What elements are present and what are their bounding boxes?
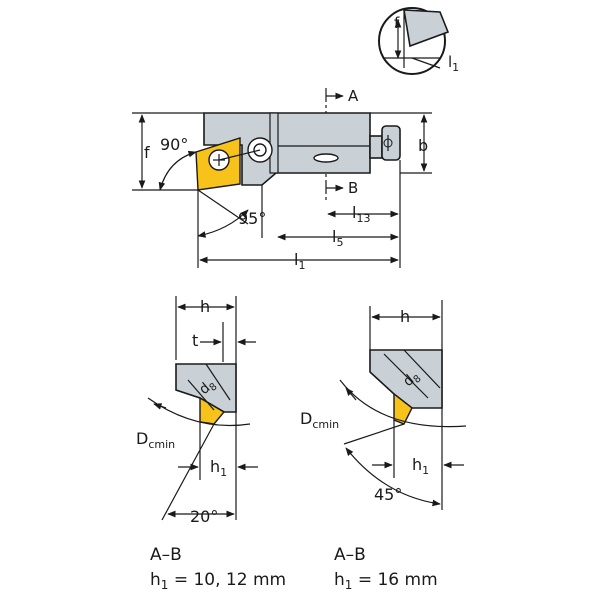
detail-view: f l1 xyxy=(378,7,459,75)
screw-head xyxy=(381,125,401,161)
left-caption-h1: h1 = 10, 12 mm xyxy=(150,570,286,592)
right-45deg-leg xyxy=(343,423,405,445)
screw-shaft xyxy=(369,135,383,159)
left-bore-line-1 xyxy=(187,379,215,411)
section-left: h t d8 Dcmin h1 20° xyxy=(136,296,258,526)
right-angle-45-label: 45° xyxy=(374,485,402,504)
detail-l1-leader xyxy=(411,57,441,69)
left-dcmin-arrow xyxy=(153,403,167,410)
angle-95-arc xyxy=(197,209,249,238)
section-right: h d8 Dcmin h1 45° xyxy=(300,300,467,510)
left-angle-20-label: 20° xyxy=(190,507,218,526)
left-h-label: h xyxy=(200,297,210,316)
section-label-a: A xyxy=(348,87,359,105)
angle-90-arc xyxy=(158,150,197,191)
left-caption-section: A–B xyxy=(150,545,182,565)
top-view: A B b f 90° xyxy=(132,87,432,272)
left-t-label: t xyxy=(192,331,198,350)
right-caption-section: A–B xyxy=(334,545,366,565)
angle-90-label: 90° xyxy=(160,135,188,154)
detail-f-label: f xyxy=(394,14,400,32)
detail-l1-label: l1 xyxy=(448,53,459,74)
angle-95-label: 95° xyxy=(238,209,266,228)
right-bore-line-2 xyxy=(403,349,441,389)
b-label: b xyxy=(418,136,428,155)
l1-label: l1 xyxy=(294,250,305,272)
right-dcmin-label: Dcmin xyxy=(300,409,339,431)
right-bore-line-1 xyxy=(383,353,429,399)
right-45deg-arc xyxy=(345,447,441,507)
left-h1-label: h1 xyxy=(210,457,227,479)
detail-insert-tip xyxy=(403,9,450,48)
coolant-hole xyxy=(313,153,339,163)
f-label: f xyxy=(144,143,150,162)
captions: A–B h1 = 10, 12 mm A–B h1 = 16 mm xyxy=(150,545,438,592)
holder-shoulder xyxy=(269,112,279,174)
right-dcmin-arrow xyxy=(345,387,357,401)
left-20deg-leg xyxy=(161,423,215,521)
right-caption-h1: h1 = 16 mm xyxy=(334,570,438,592)
section-label-b: B xyxy=(348,179,358,197)
left-dcmin-label: Dcmin xyxy=(136,429,175,451)
right-h1-label: h1 xyxy=(412,455,429,477)
left-bore-line-2 xyxy=(205,363,231,401)
l13-label: l13 xyxy=(352,203,370,225)
clamp-link-line xyxy=(218,149,261,161)
l5-label: l5 xyxy=(332,227,343,249)
screw-mark-circle xyxy=(383,138,393,148)
right-h-label: h xyxy=(400,307,410,326)
